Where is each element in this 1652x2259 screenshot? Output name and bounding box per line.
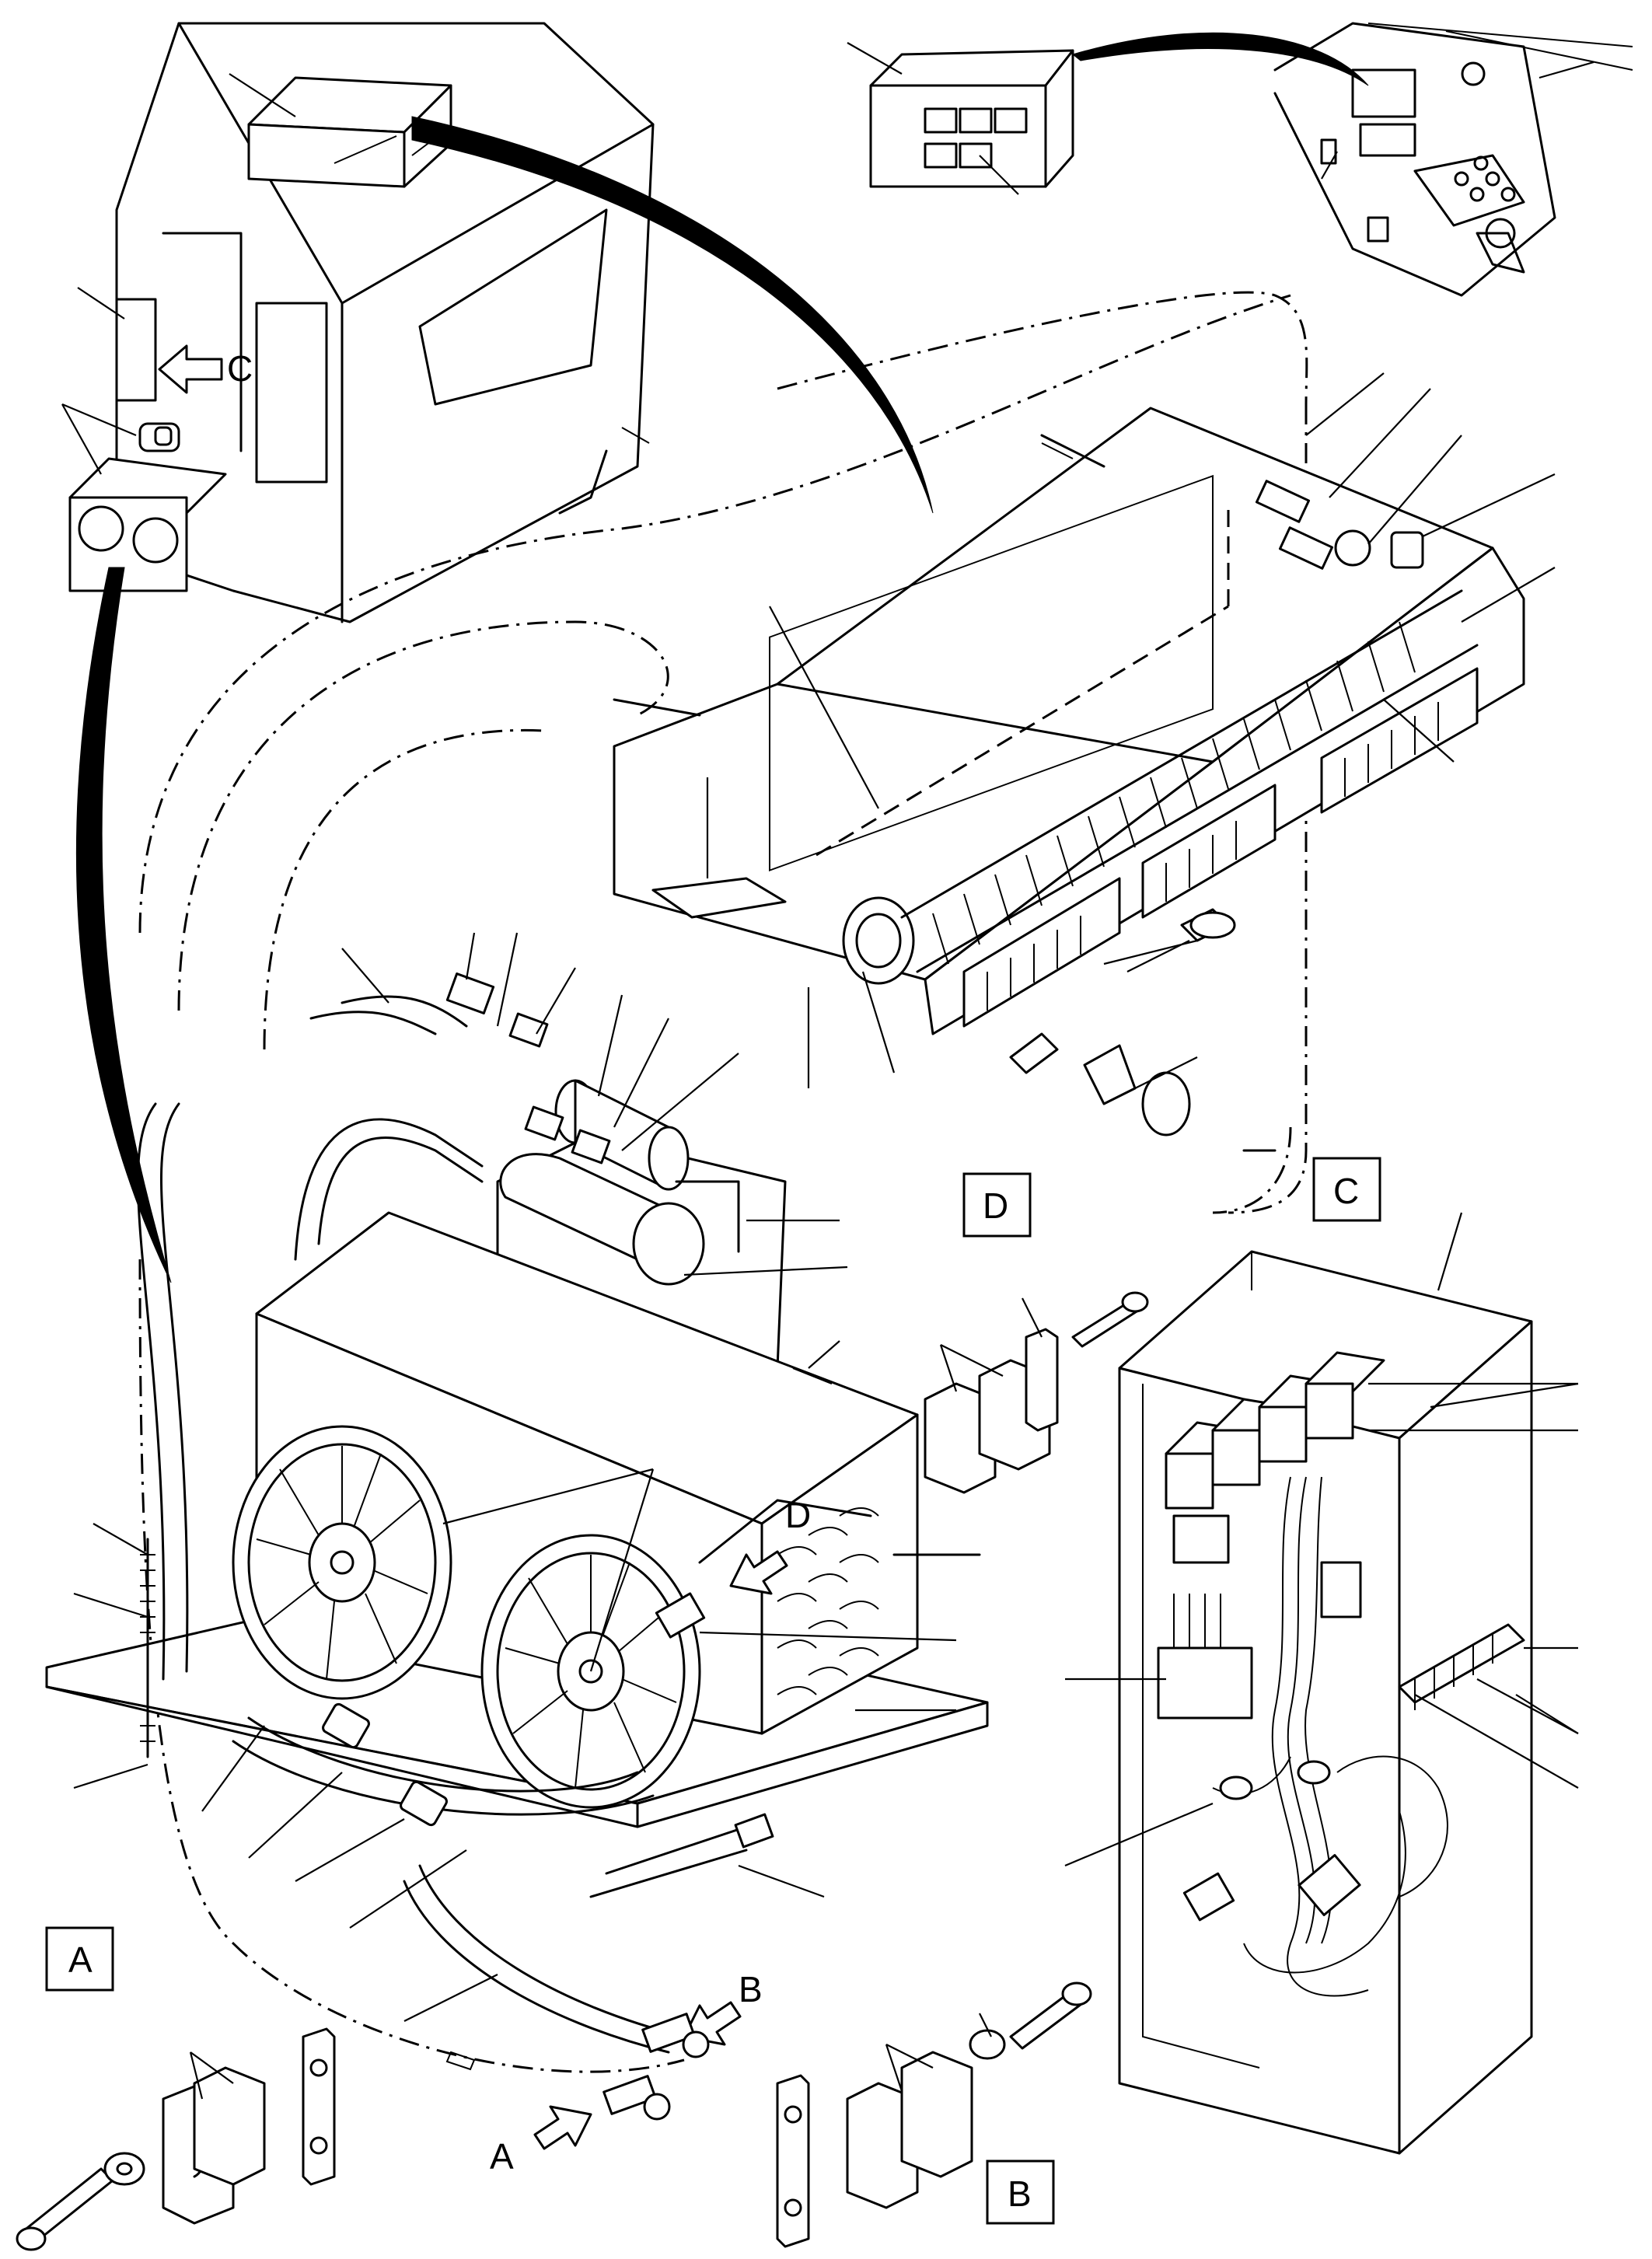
wiring-loom <box>1182 1476 1448 1997</box>
control-panel-c <box>68 298 227 592</box>
dashboard-inset <box>1273 22 1633 297</box>
hvac-control-panel <box>847 42 1074 195</box>
blower-wheels <box>842 589 1479 985</box>
arrow-d-label: D <box>785 1495 811 1535</box>
pipe-clamps <box>445 2013 710 2121</box>
roof-unit <box>247 76 452 188</box>
arrow-a-marker: A <box>490 2105 592 2177</box>
evaporator-unit <box>613 291 1556 1214</box>
relays <box>1165 1351 1385 1564</box>
detail-b: B <box>776 1981 1092 2248</box>
heater-small-parts <box>621 427 1277 1152</box>
cab-illustration: C <box>61 22 655 623</box>
detail-b-label: B <box>1008 2173 1032 2214</box>
expansion-valve <box>1255 480 1424 570</box>
arrow-c-marker: C <box>158 344 253 394</box>
detail-d-label: D <box>983 1185 1008 1226</box>
detail-a-label: A <box>68 1940 93 1980</box>
arrow-c-label: C <box>227 348 253 389</box>
hose-routings <box>138 294 1292 2073</box>
detail-c-label: C <box>1333 1171 1359 1211</box>
arrow-d-marker: D <box>729 1495 811 1595</box>
arrow-b-label: B <box>739 1969 763 2009</box>
fuse-block <box>1157 1561 1362 1720</box>
condenser-fan-left <box>232 1425 452 1700</box>
condenser-unit <box>45 1102 989 2054</box>
arrow-a-label: A <box>490 2136 514 2177</box>
detail-a: A <box>16 1926 336 2251</box>
detail-c: C <box>1064 1157 1579 2155</box>
detail-d: D <box>924 1172 1149 1494</box>
evaporator-vents <box>962 667 1479 1028</box>
